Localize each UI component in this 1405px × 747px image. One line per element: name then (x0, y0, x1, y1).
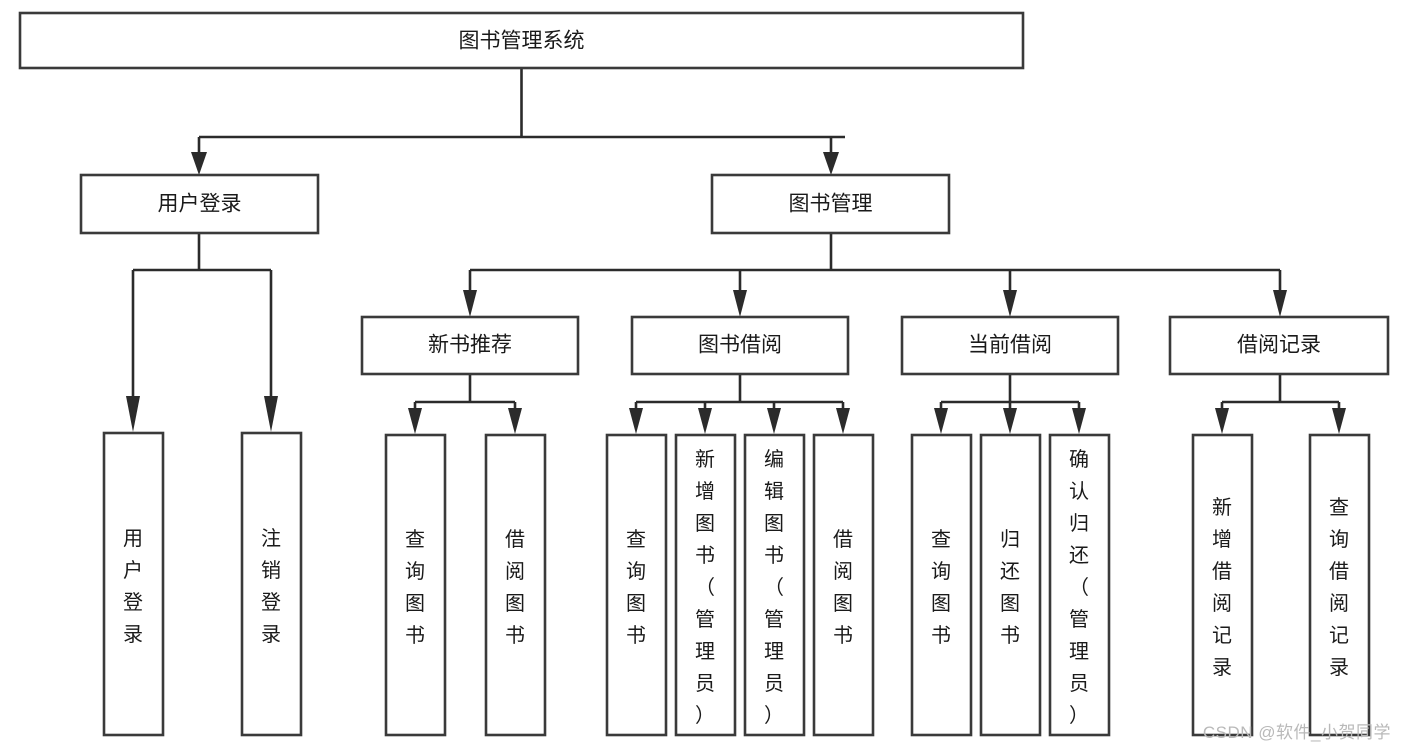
node-leaf-user-logout-box[interactable] (240, 431, 303, 737)
arrowhead-leaf-query-record (1332, 408, 1346, 434)
node-bookmgmt-label: 图书管理 (789, 193, 873, 216)
node-leaf-query-book-1-box[interactable] (384, 433, 447, 737)
node-login[interactable]: 用户登录 (79, 173, 320, 235)
node-leaf-confirm-return-label: 确认归还（管理员） (1069, 448, 1089, 727)
node-leaf-add-record-box[interactable] (1191, 433, 1254, 737)
node-leaf-borrow-book-1[interactable]: 借阅图书 (484, 433, 547, 737)
node-leaf-add-book[interactable]: 新增图书（管理员） (674, 433, 737, 737)
node-leaf-query-book-3-box[interactable] (910, 433, 973, 737)
node-records-box[interactable] (1168, 315, 1390, 376)
arrowhead-leaf-user-logout (264, 396, 278, 432)
node-newbook-label: 新书推荐 (428, 334, 512, 357)
node-leaf-return-book[interactable]: 归还图书 (979, 433, 1042, 737)
arrowhead-leaf-query-book-2 (629, 408, 643, 434)
node-records-label: 借阅记录 (1237, 334, 1321, 357)
node-leaf-user-logout-label: 注销登录 (261, 527, 281, 646)
node-leaf-borrow-book-1-box[interactable] (484, 433, 547, 737)
node-root-label: 图书管理系统 (459, 30, 585, 53)
arrowhead-leaf-borrow-book-2 (836, 408, 850, 434)
csdn-watermark: CSDN @软件_小贺同学 (1202, 723, 1391, 742)
node-root-box[interactable] (18, 11, 1025, 70)
arrowhead-leaf-user-login (126, 396, 140, 432)
arrowhead-leaf-return-book (1003, 408, 1017, 434)
arrowhead-login (191, 152, 207, 175)
node-borrow-box[interactable] (630, 315, 850, 376)
arrowhead-leaf-add-record (1215, 408, 1229, 434)
node-leaf-user-login-label: 用户登录 (123, 528, 143, 646)
node-leaf-query-book-3[interactable]: 查询图书 (910, 433, 973, 737)
node-leaf-query-book-2-label: 查询图书 (626, 528, 646, 647)
arrowhead-records (1273, 290, 1287, 317)
node-leaf-query-record-label: 查询借阅记录 (1329, 496, 1349, 679)
node-current[interactable]: 当前借阅 (900, 315, 1120, 376)
node-borrow[interactable]: 图书借阅 (630, 315, 850, 376)
node-leaf-query-record-box[interactable] (1308, 433, 1371, 737)
arrowhead-leaf-query-book-1 (408, 408, 422, 434)
node-root[interactable]: 图书管理系统 (18, 11, 1025, 70)
node-leaf-query-book-3-label: 查询图书 (931, 528, 951, 647)
node-leaf-user-login-box[interactable] (102, 431, 165, 737)
node-newbook-box[interactable] (360, 315, 580, 376)
arrowhead-leaf-query-book-3 (934, 408, 948, 434)
node-leaf-add-record[interactable]: 新增借阅记录 (1191, 433, 1254, 737)
node-leaf-confirm-return[interactable]: 确认归还（管理员） (1048, 433, 1111, 737)
node-current-label: 当前借阅 (968, 334, 1052, 357)
node-leaf-edit-book-box[interactable] (743, 433, 806, 737)
node-newbook[interactable]: 新书推荐 (360, 315, 580, 376)
arrowhead-leaf-confirm-return (1072, 408, 1086, 434)
node-bookmgmt-box[interactable] (710, 173, 951, 235)
node-leaf-confirm-return-box[interactable] (1048, 433, 1111, 737)
node-leaf-borrow-book-2-label: 借阅图书 (833, 528, 853, 647)
node-current-box[interactable] (900, 315, 1120, 376)
node-leaf-add-book-label: 新增图书（管理员） (695, 448, 715, 727)
node-leaf-edit-book[interactable]: 编辑图书（管理员） (743, 433, 806, 737)
arrowhead-leaf-edit-book (767, 408, 781, 434)
node-leaf-add-record-label: 新增借阅记录 (1212, 496, 1232, 679)
arrowhead-bookmgmt (823, 152, 839, 175)
node-leaf-return-book-box[interactable] (979, 433, 1042, 737)
node-leaf-user-logout[interactable]: 注销登录 (240, 431, 303, 737)
node-login-box[interactable] (79, 173, 320, 235)
node-records[interactable]: 借阅记录 (1168, 315, 1390, 376)
node-leaf-query-book-1-label: 查询图书 (405, 528, 425, 647)
node-leaf-add-book-box[interactable] (674, 433, 737, 737)
arrowhead-newbook (463, 290, 477, 317)
node-leaf-query-book-2-box[interactable] (605, 433, 668, 737)
node-leaf-borrow-book-1-label: 借阅图书 (505, 528, 525, 647)
arrowhead-leaf-borrow-book-1 (508, 408, 522, 434)
arrowhead-leaf-add-book (698, 408, 712, 434)
node-leaf-query-book-1[interactable]: 查询图书 (384, 433, 447, 737)
node-bookmgmt[interactable]: 图书管理 (710, 173, 951, 235)
node-leaf-query-record[interactable]: 查询借阅记录 (1308, 433, 1371, 737)
node-leaf-edit-book-label: 编辑图书（管理员） (764, 448, 784, 727)
node-leaf-user-login[interactable]: 用户登录 (102, 431, 165, 737)
connector-layer (126, 68, 1346, 434)
node-leaf-borrow-book-2[interactable]: 借阅图书 (812, 433, 875, 737)
node-borrow-label: 图书借阅 (698, 334, 782, 357)
node-leaf-query-book-2[interactable]: 查询图书 (605, 433, 668, 737)
node-leaf-borrow-book-2-box[interactable] (812, 433, 875, 737)
arrowhead-borrow (733, 290, 747, 317)
arrowhead-current (1003, 290, 1017, 317)
node-login-label: 用户登录 (158, 193, 242, 216)
node-leaf-return-book-label: 归还图书 (1000, 528, 1020, 647)
